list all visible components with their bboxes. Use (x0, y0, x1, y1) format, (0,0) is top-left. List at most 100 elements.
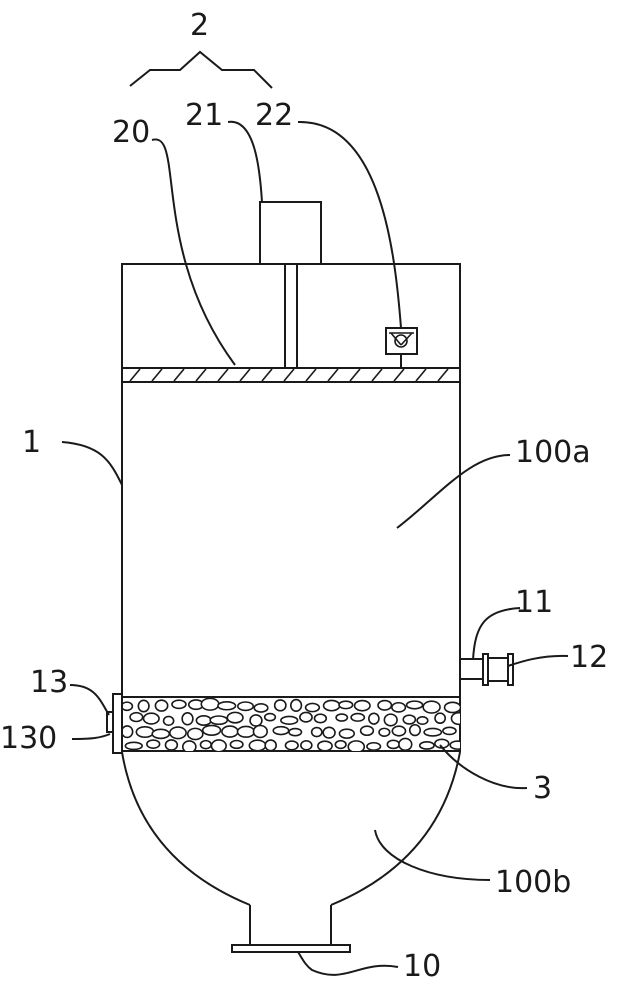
leader-100a (396, 454, 511, 529)
pebble (263, 712, 277, 722)
label-13: 13 (30, 665, 68, 700)
pebble (304, 702, 321, 713)
label-10: 10 (403, 949, 441, 984)
pebble (237, 701, 255, 712)
hatch-mark (415, 368, 427, 382)
pebble (391, 701, 407, 713)
pebble (248, 739, 267, 751)
label-12: 12 (570, 640, 608, 675)
pebble (450, 711, 460, 726)
pebble (162, 715, 175, 727)
leader-130 (71, 733, 111, 740)
pebble (221, 725, 239, 738)
pebble (408, 723, 422, 737)
hatch-mark (129, 368, 141, 382)
pebble (317, 740, 333, 751)
pebble (171, 699, 187, 710)
label-11: 11 (515, 585, 553, 620)
bottom-flange-10 (231, 944, 351, 953)
pebble (398, 737, 413, 751)
pebble (284, 740, 299, 751)
pebble (338, 728, 356, 739)
pebble (264, 739, 277, 751)
pebble (335, 713, 349, 722)
pebble (122, 701, 134, 712)
pebble (442, 726, 457, 736)
hatch-mark (195, 368, 207, 382)
pebble (378, 727, 391, 737)
pebble (418, 741, 435, 750)
hatch-mark (283, 368, 295, 382)
pebble (210, 739, 227, 751)
pebble (289, 698, 303, 713)
pebble (181, 711, 194, 726)
pebble (423, 727, 443, 737)
pebble (383, 713, 398, 727)
pebble (151, 728, 171, 740)
pebble (186, 727, 204, 741)
hatch-mark (239, 368, 251, 382)
pebble (236, 725, 256, 738)
pebble (299, 711, 313, 723)
plate-20 (121, 367, 461, 383)
pebble (200, 697, 220, 711)
pebble (449, 740, 460, 750)
leader-11 (472, 607, 521, 661)
pebble (368, 712, 380, 725)
pebble (124, 741, 143, 751)
pebble (280, 715, 299, 725)
pebble (334, 739, 347, 750)
label-3: 3 (533, 771, 552, 806)
pebble (310, 726, 323, 738)
hatch-mark (217, 368, 229, 382)
pebble (195, 715, 212, 726)
pebble (217, 701, 237, 711)
check-valve-22 (385, 327, 418, 368)
pebble (273, 699, 287, 712)
hatch-mark (151, 368, 163, 382)
pebble (350, 712, 366, 722)
pebble (338, 700, 354, 710)
hatch-mark (393, 368, 405, 382)
label-22: 22 (255, 98, 293, 133)
pebble (322, 726, 336, 739)
hatch-mark (173, 368, 185, 382)
label-100b: 100b (495, 865, 571, 900)
pebble (201, 724, 222, 736)
label-100a: 100a (515, 435, 591, 470)
pebble (164, 739, 179, 751)
label-20: 20 (112, 115, 150, 150)
pebble (443, 701, 460, 714)
hatch-mark (437, 368, 449, 382)
pebble (154, 699, 169, 712)
top-housing (121, 263, 461, 369)
pebble (366, 741, 382, 751)
hatch-mark (349, 368, 361, 382)
pebble (199, 739, 212, 750)
pebble (416, 716, 429, 725)
leader-20 (151, 138, 236, 366)
pebble (422, 700, 441, 714)
leader-100b (374, 829, 491, 881)
pebble (253, 703, 269, 713)
pebble (434, 712, 447, 725)
pebble (229, 739, 244, 750)
pebble (252, 724, 268, 739)
pebble (386, 739, 401, 750)
pebble (313, 713, 328, 724)
conical-bottom (121, 751, 461, 906)
pebble (129, 711, 144, 723)
pebble (353, 699, 371, 712)
pebble (322, 699, 341, 712)
pebble (135, 726, 155, 738)
leader-1 (61, 441, 123, 486)
label-1: 1 (22, 425, 41, 460)
pebble (249, 714, 263, 727)
pebble (181, 740, 197, 751)
pebble (347, 740, 366, 751)
pebble (377, 699, 393, 711)
side-port-13 (106, 693, 123, 754)
pebble (272, 725, 290, 736)
pebble (142, 712, 160, 725)
leader-12 (507, 654, 569, 667)
